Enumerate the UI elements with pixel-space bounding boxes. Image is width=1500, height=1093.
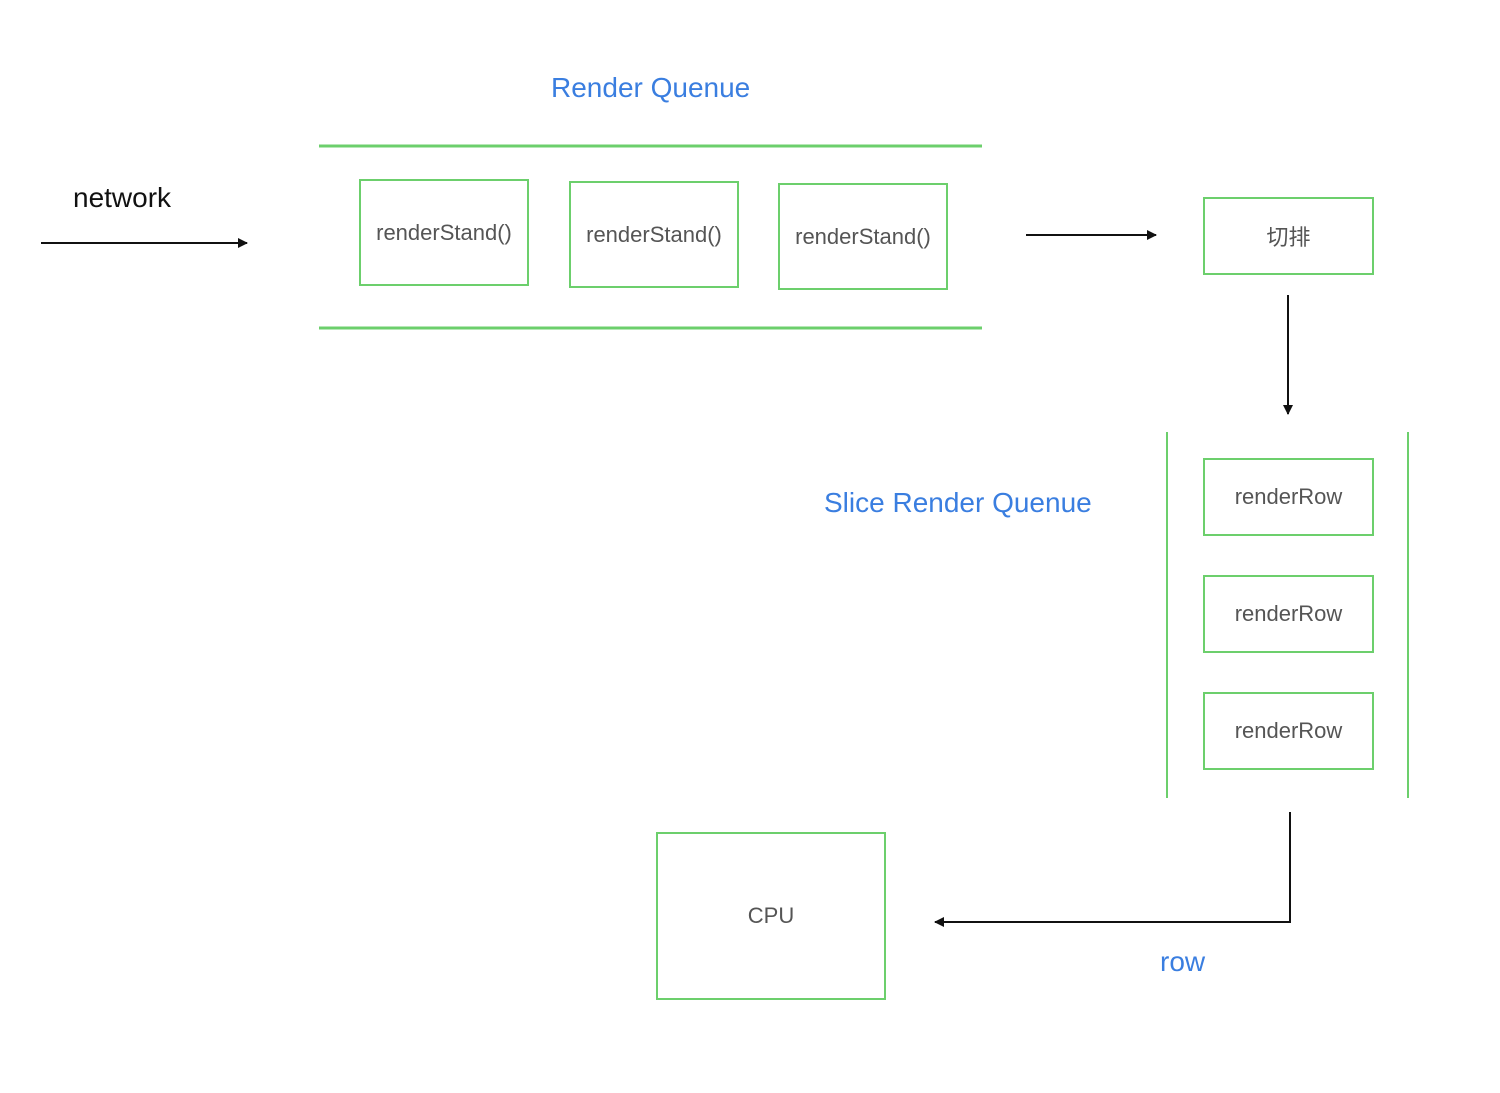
render-queue-title: Render Quenue [551, 72, 751, 103]
render-row-box-3: renderRow [1203, 692, 1374, 770]
slice-node-box: 切排 [1203, 197, 1374, 275]
network-label: network [73, 182, 172, 213]
render-row-box-1: renderRow [1203, 458, 1374, 536]
render-stand-box-3: renderStand() [778, 183, 948, 290]
slice-queue-title: Slice Render Quenue [824, 487, 1092, 518]
render-row-box-2: renderRow [1203, 575, 1374, 653]
render-stand-box-1: renderStand() [359, 179, 529, 286]
rows-to-cpu-arrow [934, 812, 1291, 927]
cpu-node-box: CPU [656, 832, 886, 1000]
row-label: row [1160, 946, 1206, 977]
render-stand-box-2: renderStand() [569, 181, 739, 288]
